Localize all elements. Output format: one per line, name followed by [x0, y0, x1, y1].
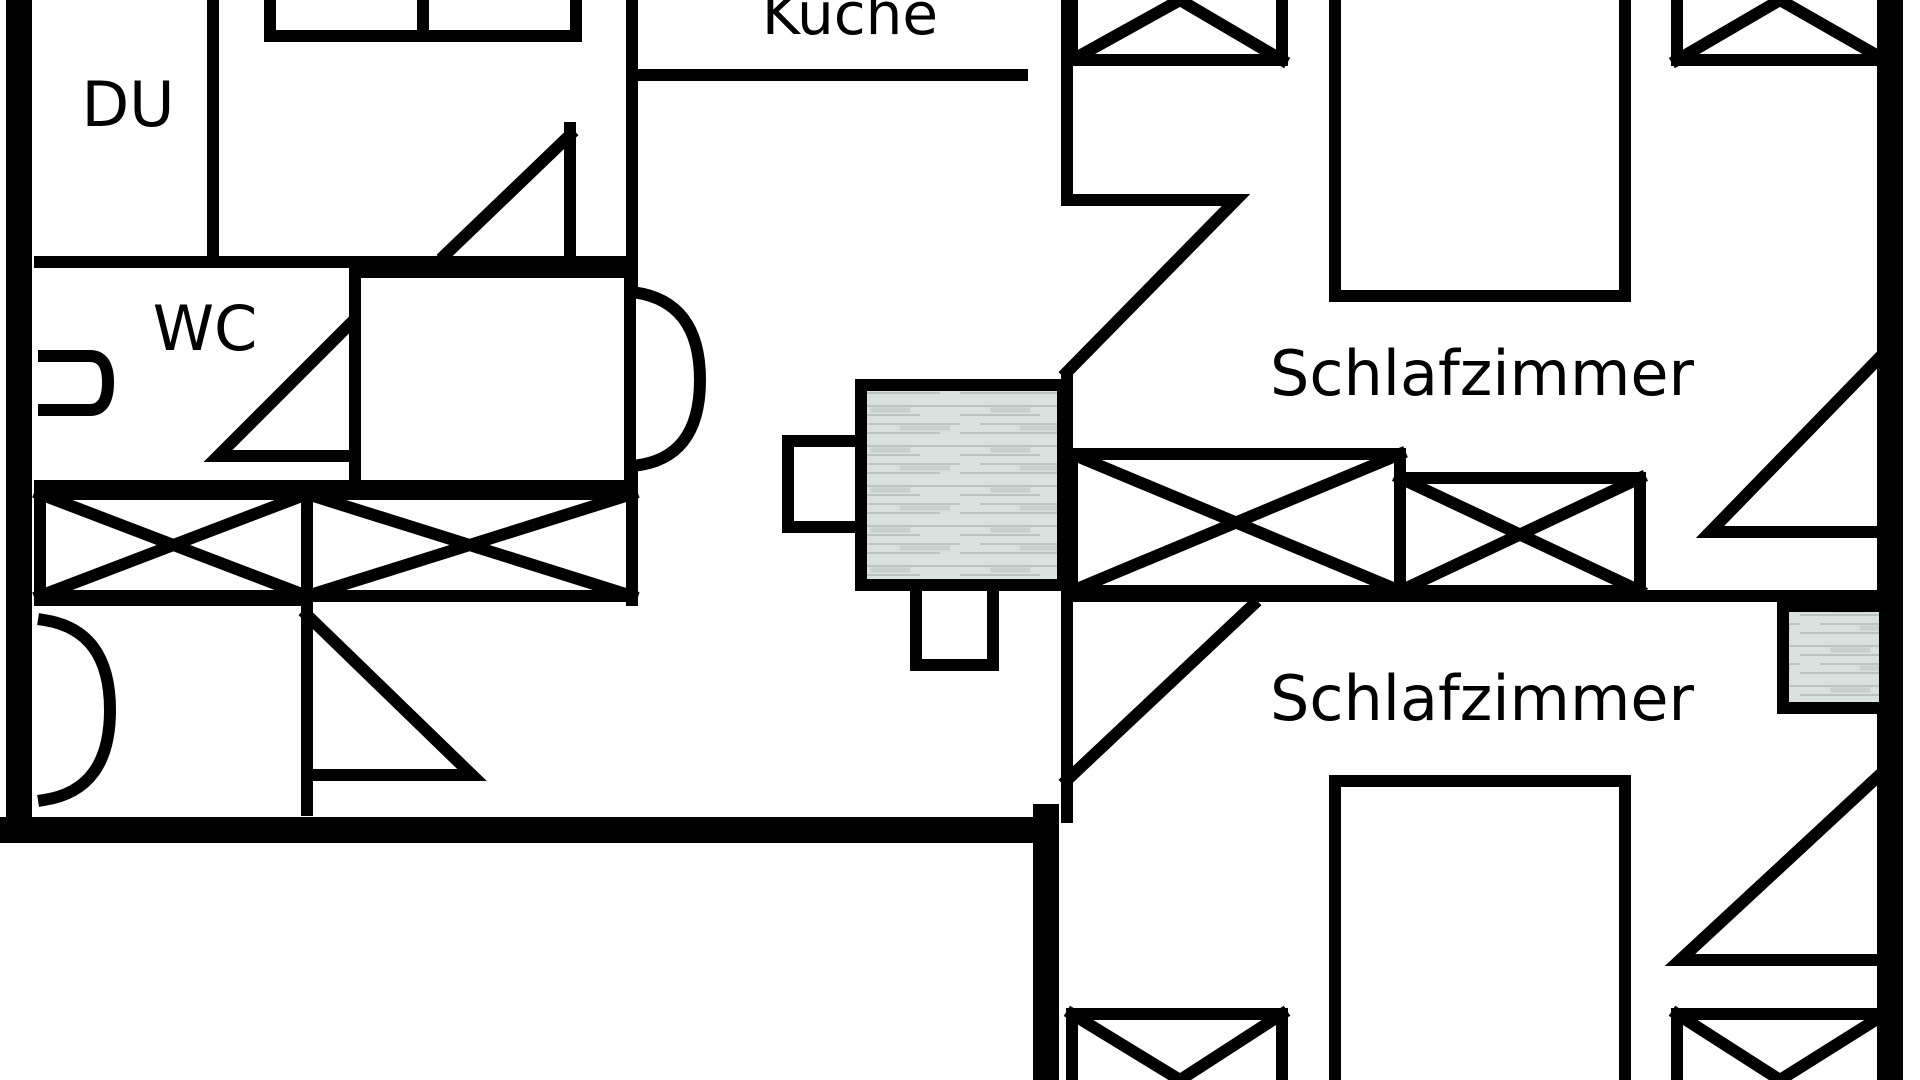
nightstand-top-right	[1668, 0, 1894, 69]
nightstand-bottom-left	[1063, 1005, 1291, 1080]
door-du	[434, 122, 576, 268]
wardrobe-right	[1064, 446, 1648, 599]
label-schlafzimmer-2: Schlafzimmer	[1270, 662, 1694, 735]
door-bedroom2	[1058, 596, 1262, 789]
chimney	[855, 379, 1069, 591]
wardrobe-left	[32, 486, 640, 604]
label-schlafzimmer-1: Schlafzimmer	[1270, 337, 1694, 410]
door-du-swing	[436, 126, 579, 264]
chimney-side-bottom	[910, 579, 999, 671]
window-right-1	[1695, 343, 1894, 538]
washbasin	[264, 0, 582, 42]
bed-bottom	[1329, 775, 1631, 1080]
nightstand-bottom-right	[1668, 1005, 1894, 1080]
window-right-2	[1664, 761, 1894, 966]
central-arc	[625, 285, 707, 473]
door-wc	[203, 315, 359, 462]
nightstand-top-left	[1063, 0, 1291, 69]
chimney-side-left	[782, 435, 867, 533]
label-du: DU	[81, 68, 174, 141]
small-tile	[1777, 600, 1891, 714]
label-wc: WC	[153, 292, 258, 365]
bed-top	[1329, 0, 1631, 302]
door-bedroom1	[1058, 194, 1251, 381]
central-box	[349, 266, 636, 492]
label-kueche: Küche	[762, 0, 938, 48]
toilet	[38, 350, 115, 416]
bottom-left-room	[34, 594, 487, 816]
